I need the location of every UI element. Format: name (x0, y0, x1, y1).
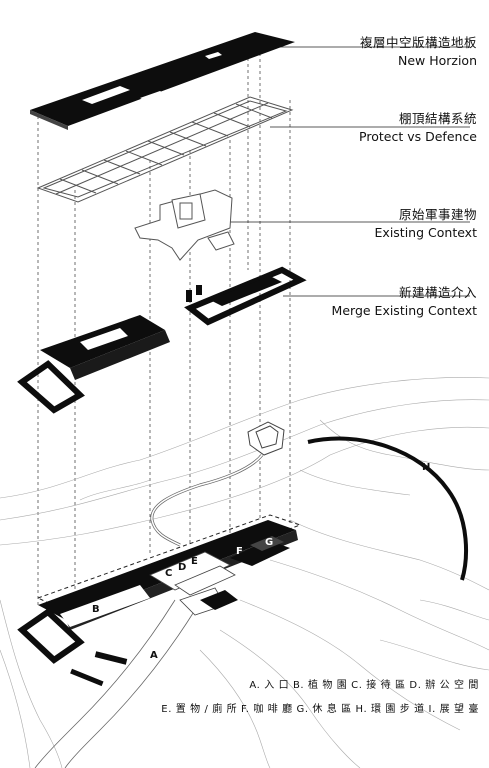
zone-mark-a: A (150, 650, 158, 661)
zone-mark-h: H (422, 462, 431, 473)
zone-mark-c: C (165, 568, 173, 579)
layer-new-structure (17, 266, 307, 414)
zone-mark-e: E (191, 556, 198, 567)
layer-slab (30, 32, 295, 130)
layer-label-slab: 複層中空版構造地板 New Horzion (360, 34, 477, 70)
leader-lines (228, 46, 470, 297)
entrance-bar-1 (94, 651, 128, 665)
legend-row-1: A. 入 口 B. 植 物 園 C. 接 待 區 D. 辦 公 空 間 (249, 680, 479, 691)
layer-label-en: Merge Existing Context (331, 303, 477, 318)
layer-label-existing: 原始軍事建物 Existing Context (375, 206, 477, 242)
entrance-road (34, 599, 196, 768)
terrain-contours (0, 377, 489, 768)
hill-pavilion (247, 421, 285, 456)
zone-mark-b: B (92, 604, 100, 615)
zone-mark-d: D (178, 562, 187, 573)
legend-row-2: E. 置 物 / 廁 所 F. 咖 啡 廳 G. 休 息 區 H. 環 園 步 … (161, 704, 479, 715)
layer-label-en: New Horzion (397, 53, 477, 68)
layer-label-new: 新建構造介入 Merge Existing Context (332, 284, 477, 320)
layer-label-zh: 原始軍事建物 (398, 207, 477, 222)
zone-mark-f: F (236, 546, 243, 557)
layer-label-zh: 棚頂結構系統 (398, 111, 477, 126)
layer-label-zh: 複層中空版構造地板 (359, 35, 477, 50)
layer-label-en: Protect vs Defence (359, 129, 477, 144)
ground-plan (17, 514, 302, 664)
layer-label-en: Existing Context (374, 225, 477, 240)
layer-label-zh: 新建構造介入 (398, 285, 477, 300)
zone-mark-g: G (265, 537, 274, 548)
layer-existing-building (134, 189, 235, 261)
layer-roof-grid (36, 96, 294, 203)
trail-arc (307, 436, 468, 581)
layer-label-roof: 棚頂結構系統 Protect vs Defence (359, 110, 477, 146)
entrance-bar-2 (70, 668, 104, 687)
